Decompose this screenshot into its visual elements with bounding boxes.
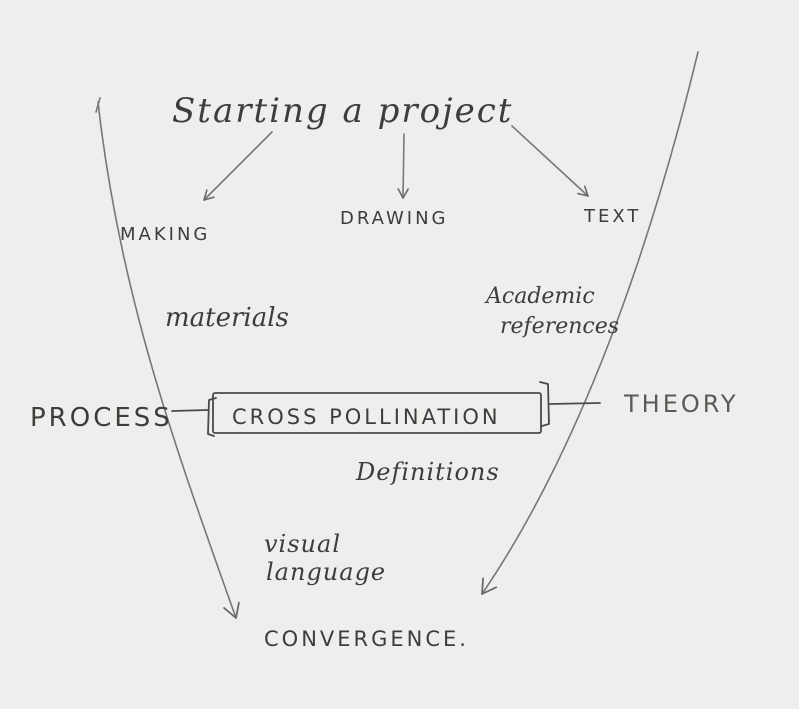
cross-pollination-box: [212, 392, 542, 434]
connector-process: [171, 409, 209, 412]
branch-text: TEXT: [583, 206, 641, 227]
label-visual: visual: [264, 530, 341, 558]
arrow-to-making: [203, 131, 273, 201]
label-language: language: [266, 558, 386, 586]
funnel-left-line: [97, 101, 240, 619]
branch-drawing: DRAWING: [340, 208, 449, 229]
connector-theory: [549, 402, 601, 405]
label-materials: materials: [165, 303, 289, 333]
bracket-left: [207, 397, 217, 437]
label-references: references: [500, 314, 619, 339]
bracket-right: [539, 381, 550, 427]
label-definitions: Definitions: [355, 458, 500, 486]
arrow-to-drawing: [397, 133, 409, 199]
funnel-tick-left: [95, 97, 101, 113]
label-cross-pollination: CROSS POLLINATION: [232, 405, 501, 429]
label-process: PROCESS: [30, 403, 173, 433]
funnel-right-line: [481, 51, 699, 595]
branch-making: MAKING: [120, 224, 210, 245]
title-starting-a-project: Starting a project: [172, 91, 513, 131]
label-theory: THEORY: [623, 390, 739, 418]
label-convergence: CONVERGENCE.: [264, 627, 469, 651]
label-academic: Academic: [484, 284, 595, 309]
arrow-to-text: [511, 125, 589, 197]
